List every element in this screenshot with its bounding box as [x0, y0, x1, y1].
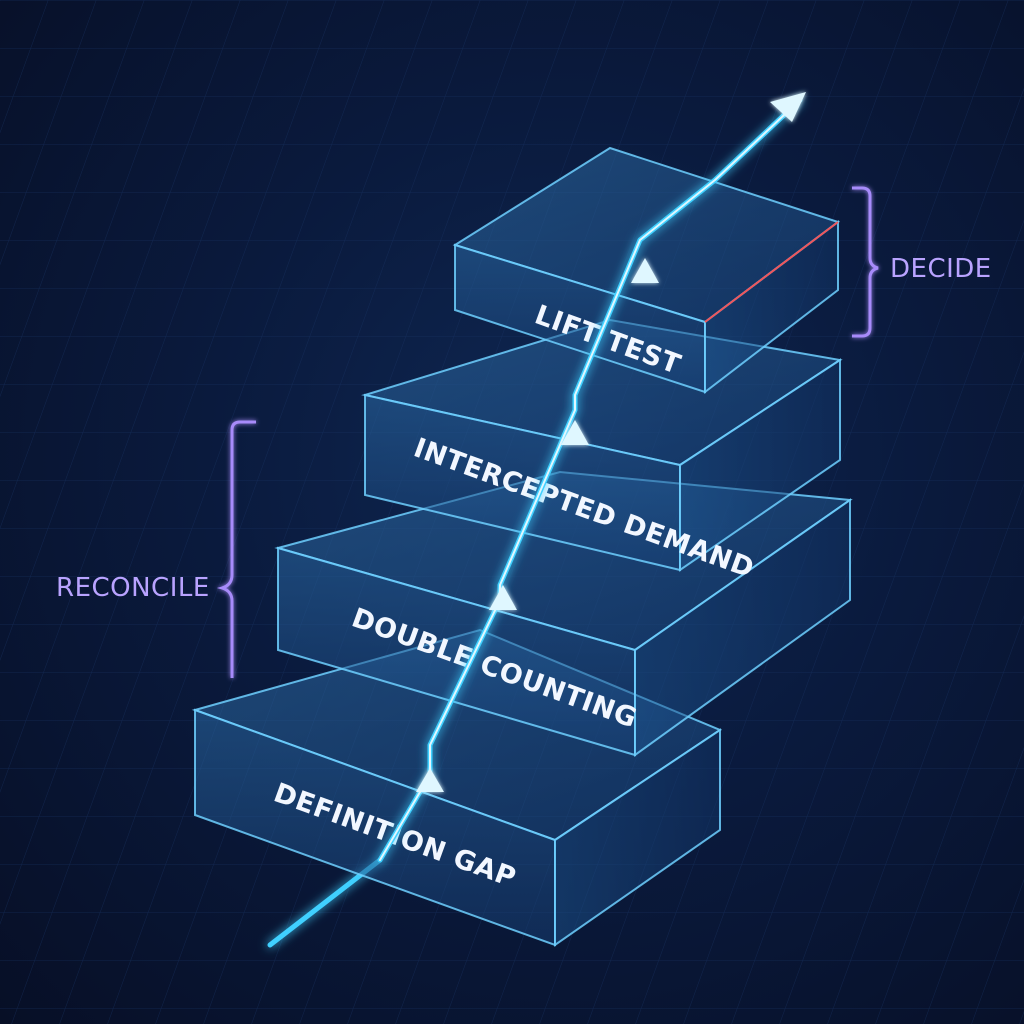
layer-side-face [634, 498, 851, 757]
bracket-decide: DECIDE [852, 186, 992, 338]
accent-edge [704, 221, 839, 323]
bracket-label: DECIDE [890, 254, 992, 284]
bracket-reconcile: RECONCILE [56, 420, 256, 678]
arrow-up-icon [561, 420, 589, 445]
progress-path [377, 92, 806, 863]
layer-side-face [679, 358, 841, 572]
arrow-up-icon [631, 258, 659, 283]
progress-path-core [379, 99, 801, 861]
layer-side-face [554, 728, 721, 947]
bracket-line [852, 186, 879, 338]
bracket-line [216, 420, 256, 678]
arrowhead-icon [770, 92, 806, 122]
bracket-label: RECONCILE [56, 573, 210, 603]
arrow-up-icon [489, 585, 517, 610]
arrow-up-icon [416, 768, 444, 792]
